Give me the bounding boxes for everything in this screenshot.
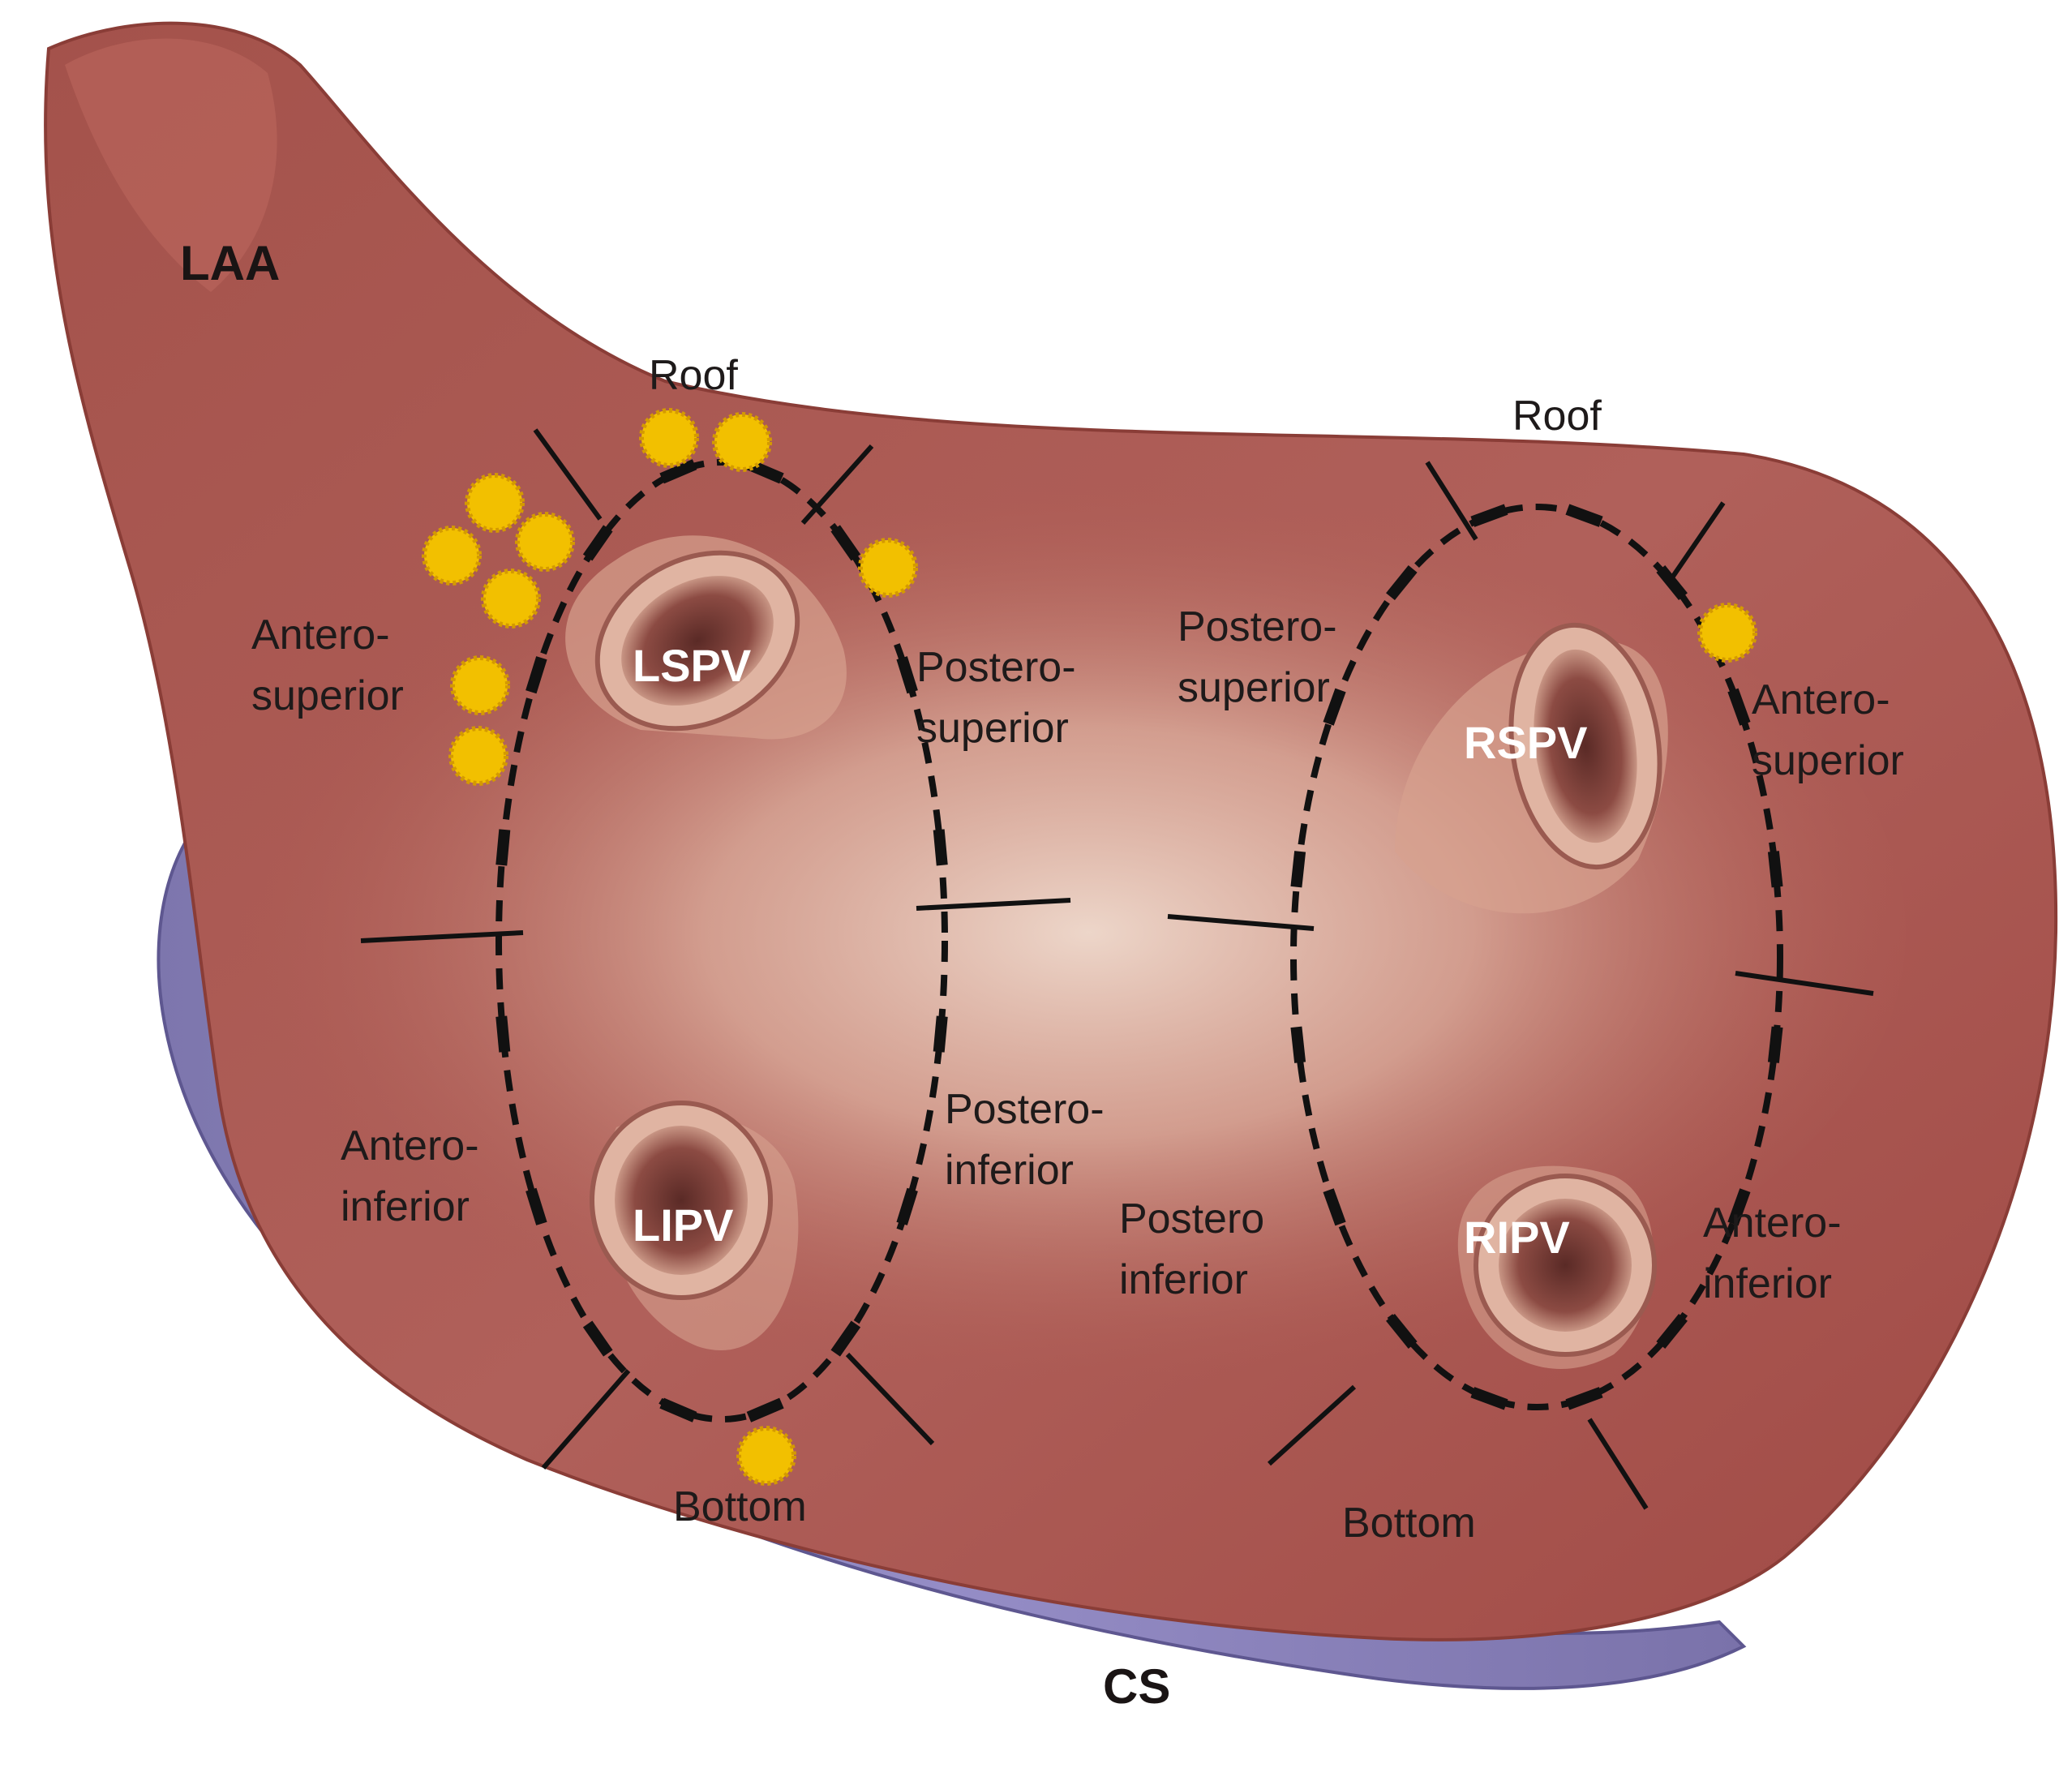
right-gap-tick	[1727, 688, 1751, 726]
right-antero-inferior-label-1: Antero-	[1703, 1199, 1842, 1247]
right-postero-inferior-label-2: inferior	[1119, 1256, 1248, 1303]
left-postero-inferior-label-1: Postero-	[945, 1086, 1105, 1133]
right-gap-tick	[1386, 1313, 1418, 1349]
lspv-ostium	[565, 535, 847, 740]
gap-marker	[422, 526, 482, 586]
left-postero-inferior-label-2: inferior	[945, 1147, 1074, 1194]
left-roof-label: Roof	[649, 352, 738, 399]
left-gap-tick	[582, 1320, 613, 1357]
label-laa: LAA	[180, 236, 280, 290]
left-gap-tick	[526, 1187, 547, 1225]
right-ablation-ring	[1290, 504, 1783, 1410]
left-gap-tick	[830, 1320, 861, 1357]
left-antero-superior-label-1: Antero-	[251, 612, 390, 659]
right-gap-tick	[1767, 1026, 1783, 1063]
label-ripv: RIPV	[1464, 1212, 1570, 1263]
left-segment-lines	[360, 428, 1071, 1470]
right-gap-tick	[1290, 851, 1306, 888]
left-ablation-ring	[495, 459, 948, 1423]
right-segment-lines	[1167, 461, 1874, 1510]
right-gap-tick	[1470, 504, 1508, 527]
label-cs: CS	[1103, 1659, 1170, 1714]
right-gap-tick	[1656, 565, 1688, 601]
right-gap-tick	[1767, 851, 1783, 888]
gap-marker	[481, 569, 541, 629]
left-gap-tick	[526, 656, 547, 694]
label-lipv: LIPV	[633, 1199, 733, 1251]
lipv-ostium	[590, 1101, 799, 1350]
left-gap-tick	[746, 1397, 784, 1423]
gap-marker	[448, 726, 508, 786]
left-gap-tick	[896, 1187, 918, 1225]
left-gap-tick	[896, 656, 918, 694]
left-gap-tick	[659, 1397, 697, 1423]
right-gap-tick	[1323, 688, 1346, 726]
gap-marker	[465, 473, 525, 533]
ripv-ostium	[1457, 1165, 1657, 1369]
left-gap-tick	[582, 525, 613, 561]
gap-marker	[639, 408, 699, 468]
left-gap-tick	[495, 829, 511, 866]
left-gap-tick	[933, 829, 948, 866]
right-gap-tick	[1565, 1387, 1603, 1410]
left-antero-inferior-label-1: Antero-	[341, 1122, 479, 1169]
left-postero-superior-label-2: superior	[916, 705, 1069, 752]
right-roof-label: Roof	[1512, 393, 1602, 440]
label-lspv: LSPV	[633, 640, 751, 691]
gap-marker	[736, 1426, 796, 1486]
right-postero-superior-label-2: superior	[1178, 664, 1330, 711]
left-gap-tick	[830, 525, 861, 561]
right-gap-tick	[1386, 565, 1418, 601]
left-postero-superior-label-1: Postero-	[916, 644, 1076, 691]
right-gap-tick	[1727, 1188, 1751, 1226]
gap-marker	[515, 512, 575, 572]
left-gap-tick	[659, 459, 697, 484]
left-antero-inferior-label-2: inferior	[341, 1183, 470, 1230]
right-postero-inferior-label-1: Postero	[1119, 1195, 1264, 1242]
right-antero-inferior-label-2: inferior	[1703, 1260, 1832, 1307]
right-gap-tick	[1470, 1387, 1508, 1410]
left-gap-tick	[746, 459, 784, 484]
right-postero-superior-label-1: Postero-	[1178, 603, 1337, 650]
right-bottom-label: Bottom	[1342, 1500, 1476, 1547]
label-rspv: RSPV	[1464, 717, 1588, 768]
right-gap-tick	[1565, 504, 1603, 527]
rspv-ostium	[1395, 622, 1668, 914]
left-gap-tick	[933, 1015, 948, 1053]
right-antero-superior-label-2: superior	[1752, 737, 1904, 784]
conduction-gap-markers	[422, 408, 1757, 1486]
left-bottom-label: Bottom	[673, 1483, 807, 1530]
left-gap-tick	[495, 1015, 511, 1053]
gap-marks	[495, 459, 1783, 1423]
right-gap-tick	[1290, 1026, 1306, 1063]
gap-marker	[858, 538, 918, 598]
gap-marker	[712, 412, 772, 472]
gap-marker	[450, 655, 510, 715]
right-gap-tick	[1323, 1188, 1346, 1226]
right-antero-superior-label-1: Antero-	[1752, 676, 1890, 723]
right-gap-tick	[1656, 1313, 1688, 1349]
left-antero-superior-label-2: superior	[251, 672, 404, 719]
gap-marker	[1697, 603, 1757, 663]
laa-shading	[65, 38, 277, 292]
